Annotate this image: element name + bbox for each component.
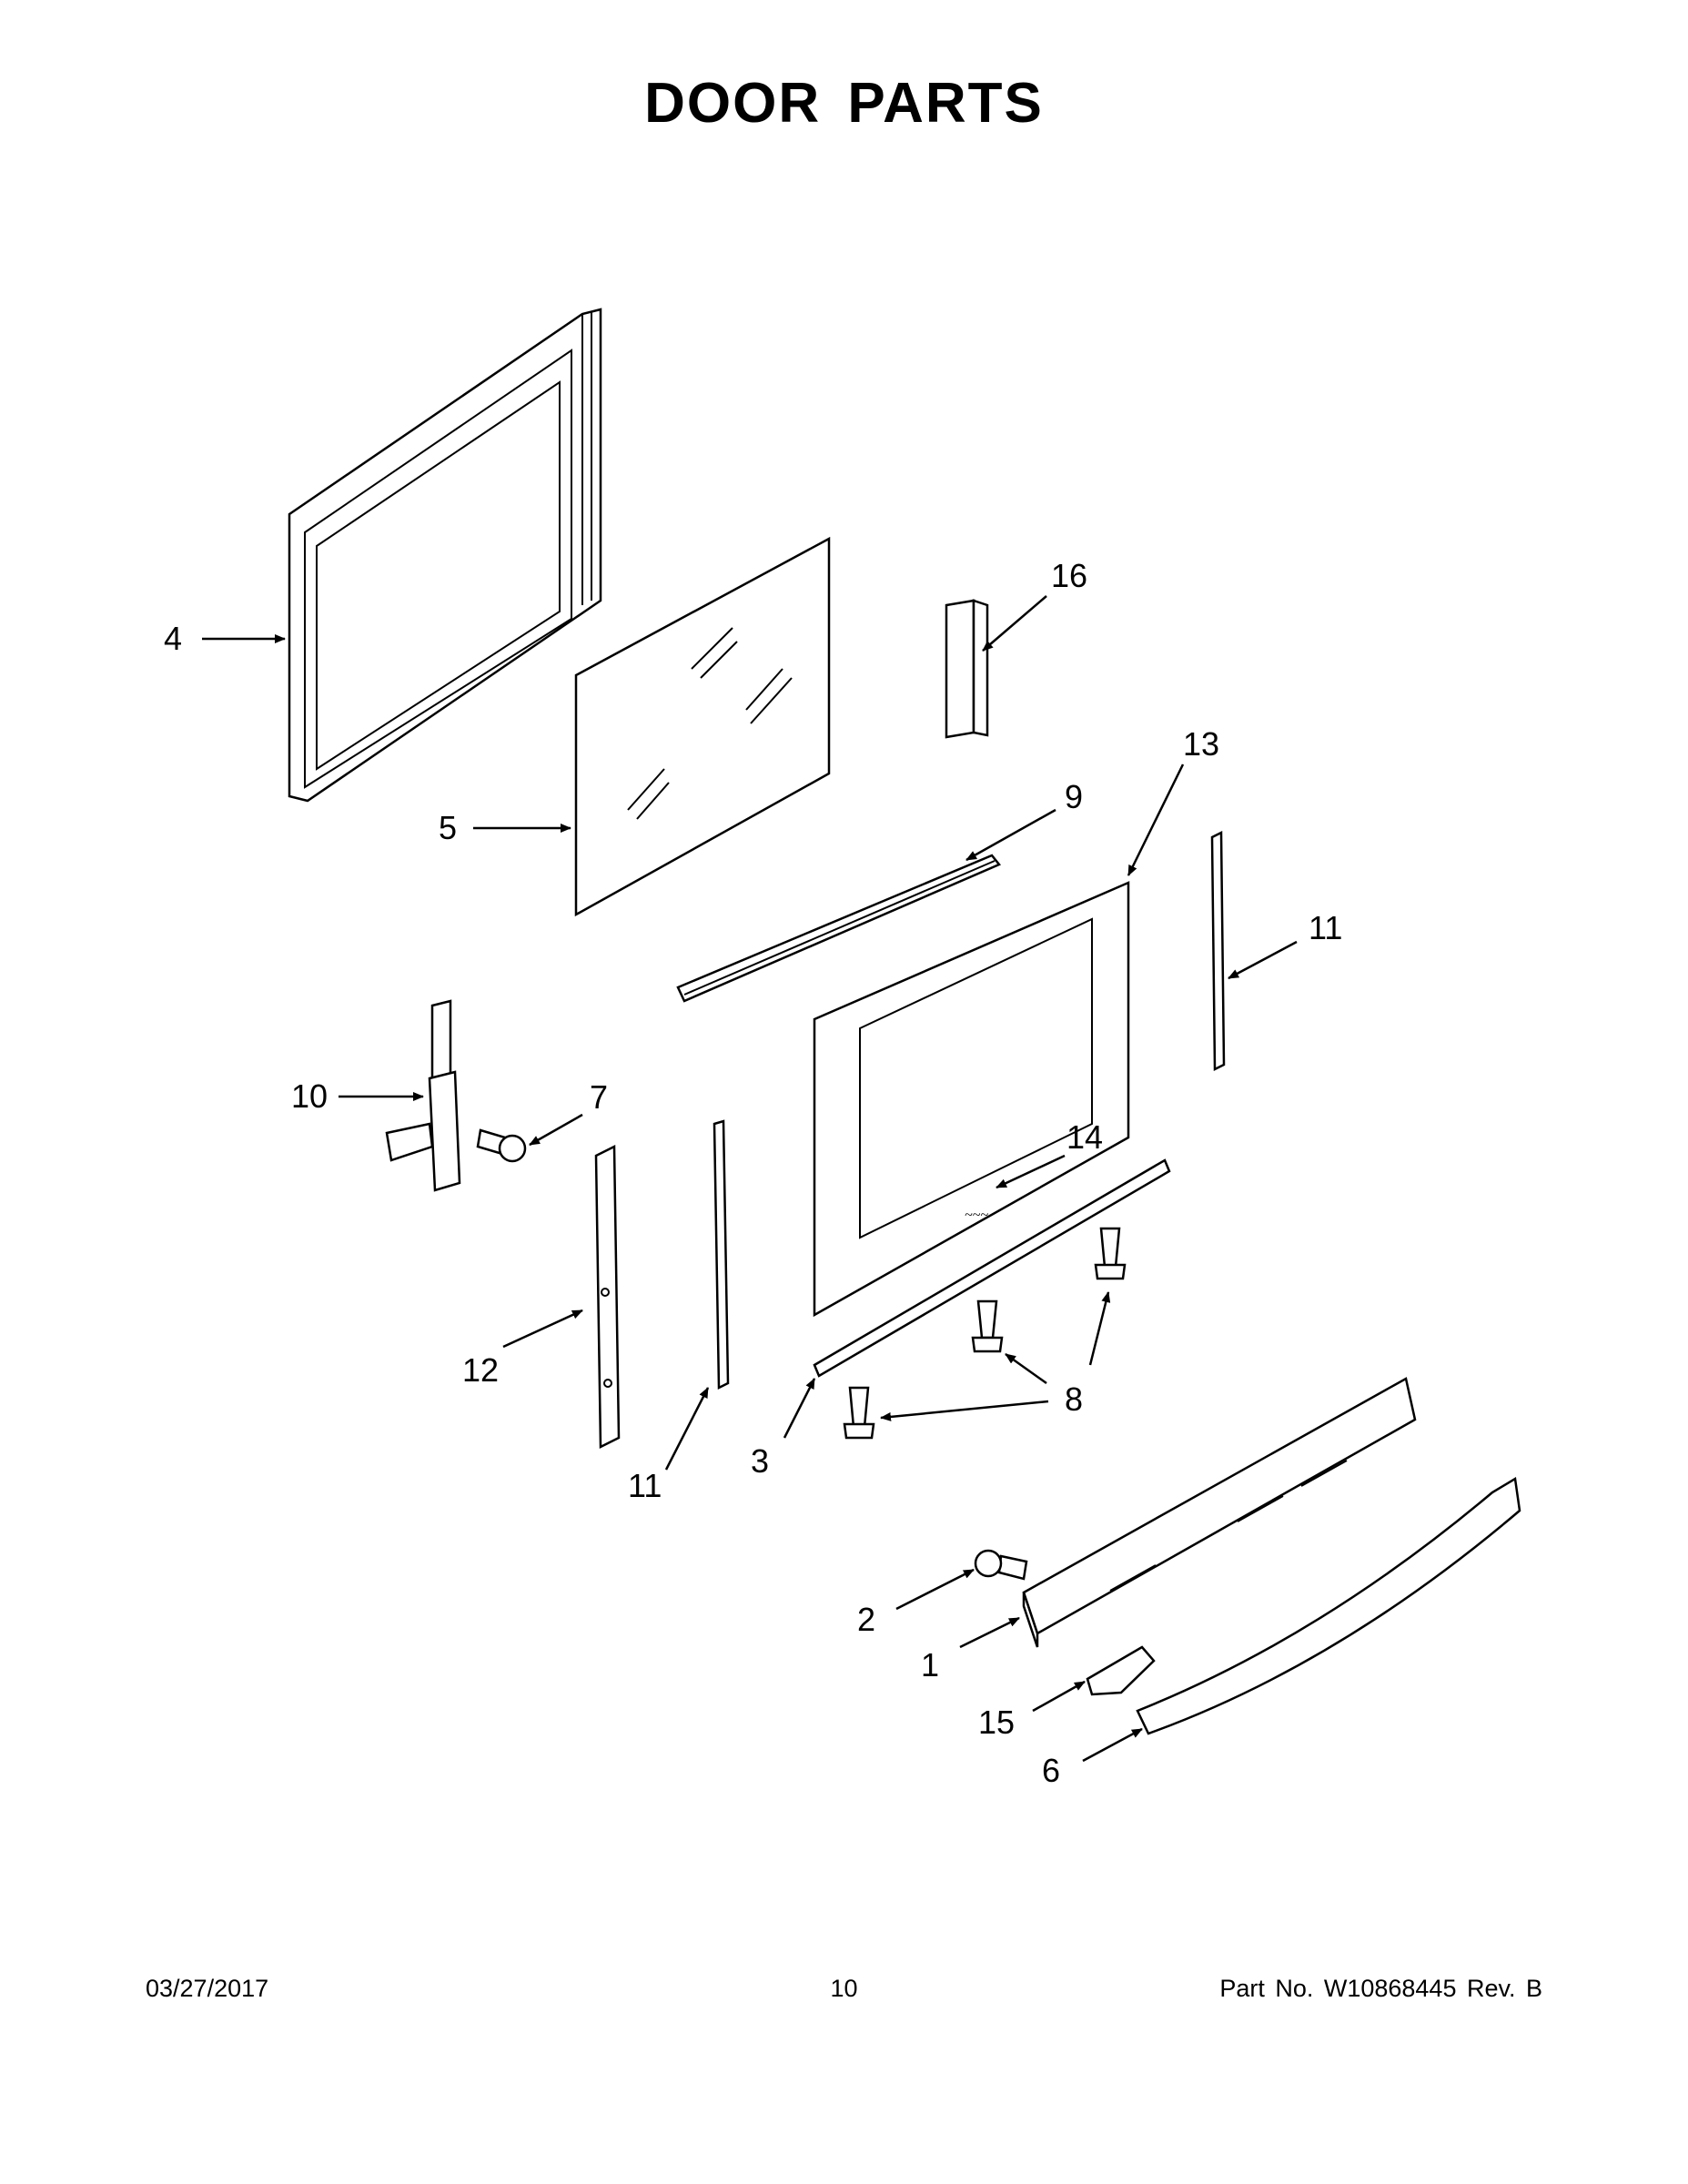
arrow-8-b [1005,1352,1047,1385]
arrow-11-right [1228,940,1298,980]
arrow-11-left [664,1387,710,1471]
callout-11-right: 11 [1309,909,1342,946]
callout-7: 7 [590,1078,608,1116]
spacer-block-part [945,599,989,739]
brand-logo-mark: ~~~ [965,1208,988,1223]
callout-11-left: 11 [628,1467,662,1504]
arrow-9 [965,808,1056,862]
callout-9: 9 [1065,778,1083,815]
callout-14: 14 [1066,1118,1103,1156]
arrow-13 [1127,763,1185,876]
side-bracket-part [594,1144,621,1450]
vent-bar-part [1022,1377,1417,1648]
callout-2: 2 [857,1601,875,1638]
callout-15: 15 [978,1704,1015,1741]
footer-page-number: 10 [830,1975,858,2002]
arrow-8-c [1088,1291,1111,1366]
arrow-16 [982,595,1047,652]
callout-10: 10 [291,1077,328,1115]
hinge-screw-part [476,1128,527,1163]
footer-part-number: Part No. W10868445 Rev. B [1219,1975,1542,2002]
bar-screw-part [974,1549,1028,1581]
arrow-12 [502,1309,583,1349]
callout-13: 13 [1183,725,1219,763]
arrow-2 [895,1568,975,1611]
arrow-8-a [880,1400,1049,1421]
gasket-strip-part [676,854,1001,1003]
page-title: DOOR PARTS [644,72,1044,135]
callout-4: 4 [164,620,182,657]
callout-16: 16 [1051,557,1087,594]
door-screws-part [843,1227,1127,1440]
outer-door-glass-part: ~~~ [813,881,1130,1318]
side-trim-right-part [1210,830,1226,1072]
arrow-14 [996,1154,1066,1189]
inner-glass-part [574,536,831,917]
callout-8: 8 [1065,1380,1083,1418]
handle-end-cap-part [1086,1645,1156,1696]
inner-door-frame-part [288,308,602,803]
footer-date: 03/27/2017 [146,1975,269,2002]
callout-arrows [202,595,1298,1763]
callout-12: 12 [462,1351,499,1389]
arrow-1 [959,1616,1020,1649]
callout-labels: 4 5 16 13 9 11 10 7 14 12 11 3 8 2 1 15 … [164,557,1342,1789]
arrow-7 [529,1113,583,1147]
arrow-15 [1032,1680,1086,1713]
callout-6: 6 [1042,1752,1060,1789]
arrow-6 [1082,1727,1143,1763]
arrow-3 [783,1378,816,1439]
callout-1: 1 [921,1646,939,1684]
side-trim-left-part [713,1119,730,1390]
callout-5: 5 [439,809,457,846]
callout-3: 3 [751,1442,769,1480]
door-handle-part [1136,1476,1521,1735]
bottom-trim-part [813,1158,1171,1378]
hinge-part [385,999,461,1192]
